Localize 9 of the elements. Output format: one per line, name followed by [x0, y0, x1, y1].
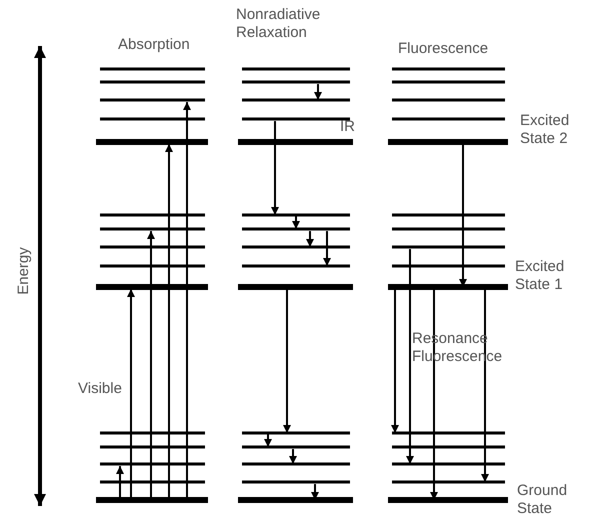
text-label: Excited State 1 — [515, 258, 566, 294]
text-label: Visible — [78, 380, 123, 398]
text-label: Nonradiative Relaxation — [236, 6, 322, 42]
text-label: Excited State 2 — [520, 112, 570, 148]
text-label: Fluorescence — [398, 40, 490, 58]
axis-label: Energy — [14, 247, 33, 295]
text-label: IR — [340, 118, 356, 136]
text-label: Absorption — [118, 36, 191, 54]
text-label: Ground State — [517, 482, 568, 518]
